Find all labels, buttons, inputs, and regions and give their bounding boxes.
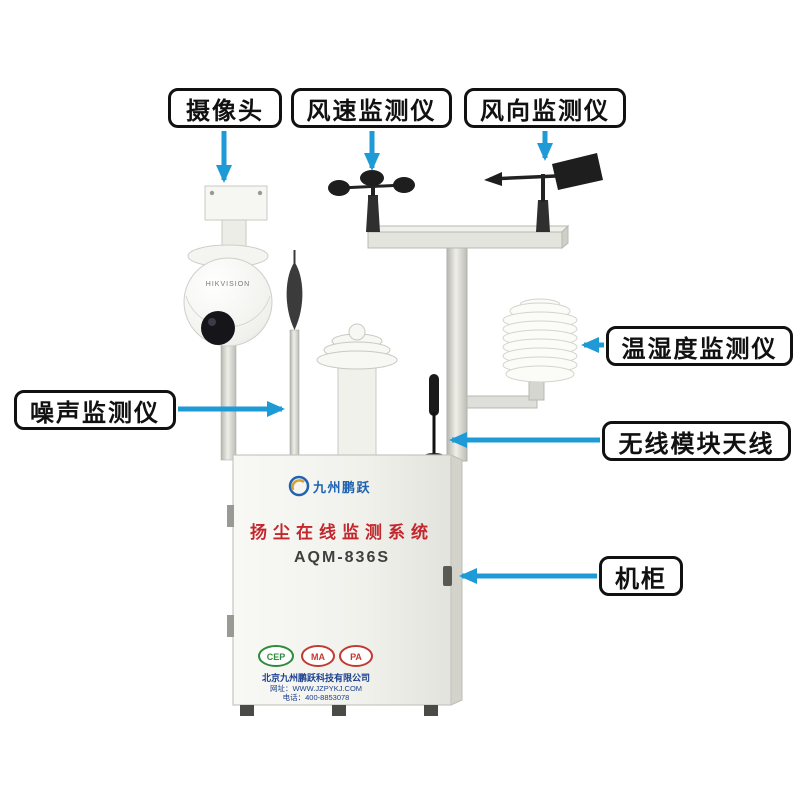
callout-camera-label: 摄像头 — [186, 97, 264, 125]
door-lock — [443, 566, 452, 586]
callout-wireless-antenna: 无线模块天线 — [602, 421, 791, 461]
dust-inlet-illustration — [316, 323, 398, 461]
hinge — [227, 505, 234, 527]
foot — [424, 705, 438, 716]
screw-icon — [257, 190, 263, 196]
callout-noise: 噪声监测仪 — [14, 390, 176, 430]
callout-temp-humidity: 温湿度监测仪 — [606, 326, 793, 366]
hinge — [227, 615, 234, 637]
callout-camera: 摄像头 — [168, 88, 282, 128]
company-phone: 电话：400-8853078 — [283, 692, 350, 702]
cabinet-model: AQM-836S — [294, 549, 390, 566]
foot — [332, 705, 346, 716]
wind-vane-illustration — [484, 153, 603, 232]
callout-wind-direction: 风向监测仪 — [464, 88, 626, 128]
camera-brand-text: HIKVISION — [206, 281, 250, 288]
cert-badge-pa: PA — [339, 645, 373, 667]
callout-arrows — [178, 131, 604, 584]
company-name: 北京九州鹏跃科技有限公司 — [262, 672, 370, 683]
screw-icon — [209, 190, 215, 196]
callout-wireless-antenna-label: 无线模块天线 — [618, 430, 775, 458]
callout-wind-speed: 风速监测仪 — [291, 88, 452, 128]
mast-illustration — [366, 224, 570, 462]
svg-text:PA: PA — [350, 652, 362, 662]
camera-illustration: HIKVISION — [183, 185, 273, 461]
camera-lens-icon — [201, 311, 235, 345]
brand-logo-icon — [288, 475, 310, 497]
callout-wind-direction-label: 风向监测仪 — [480, 97, 610, 125]
noise-sensor-illustration — [286, 250, 303, 461]
callout-temp-humidity-label: 温湿度监测仪 — [621, 335, 778, 363]
svg-text:MA: MA — [311, 652, 325, 662]
cert-badge-ma: MA — [301, 645, 335, 667]
callout-cabinet-label: 机柜 — [615, 565, 667, 593]
svg-text:CEP: CEP — [267, 652, 286, 662]
company-website: 网址：WWW.JZPYKJ.COM — [270, 683, 362, 693]
foot — [240, 705, 254, 716]
brand-text: 九州鹏跃 — [312, 480, 371, 495]
cabinet-illustration: 九州鹏跃 扬尘在线监测系统 AQM-836S CEP MA PA 北京九州鹏跃科… — [227, 454, 463, 716]
callout-wind-speed-label: 风速监测仪 — [306, 97, 437, 125]
anemometer-illustration — [328, 170, 415, 232]
cabinet-title: 扬尘在线监测系统 — [250, 522, 434, 542]
callout-noise-label: 噪声监测仪 — [30, 399, 160, 427]
cert-badge-cep: CEP — [258, 645, 294, 667]
radiation-shield-illustration — [502, 298, 578, 383]
callout-cabinet: 机柜 — [599, 556, 683, 596]
